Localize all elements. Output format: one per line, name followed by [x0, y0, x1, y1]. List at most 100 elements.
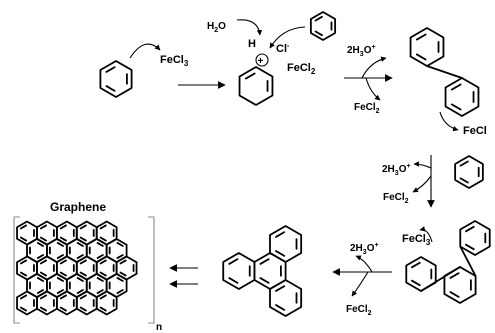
double-bond: [459, 160, 469, 167]
double-bond: [465, 243, 475, 251]
double-bond: [459, 177, 469, 184]
double-bond: [450, 83, 462, 91]
double-bond: [275, 231, 286, 238]
biphenyl: [409, 27, 480, 117]
benzene-start: [99, 60, 133, 98]
double-bond: [411, 261, 421, 269]
reaction-arrows: [129, 19, 459, 297]
double-bond: [56, 277, 64, 282]
repeat-bracket-right: [148, 216, 155, 324]
repeat-unit-n: n: [156, 322, 162, 333]
double-bond: [19, 224, 28, 230]
double-bond: [465, 225, 475, 233]
double-bond: [59, 294, 67, 300]
curved-arrow-fecl2-2: [412, 175, 432, 193]
double-bond: [275, 250, 286, 257]
double-bond: [99, 271, 107, 277]
double-bond: [76, 242, 84, 247]
repeat-bracket-left: [13, 216, 20, 324]
double-bond: [76, 277, 84, 282]
aryl-aryl-bond: [426, 65, 463, 79]
label-water: H2O: [207, 21, 226, 34]
double-bond: [99, 259, 107, 265]
label-chloride: Cl-: [276, 43, 290, 55]
label-h3o-step3: 2H3O+: [350, 242, 379, 256]
graphene-sheet: [16, 220, 138, 316]
ring-outline: [269, 225, 303, 263]
double-bond: [19, 271, 28, 277]
benzene-nucleophile: [309, 11, 337, 41]
double-bond: [76, 254, 84, 259]
double-bond: [415, 33, 427, 41]
double-bond: [36, 277, 44, 282]
double-bond: [99, 306, 107, 312]
curved-arrow-fecl3-b: [439, 111, 459, 132]
curved-arrow-water: [236, 19, 263, 36]
double-bond: [36, 254, 44, 259]
label-h3o-step1: 2H3O+: [347, 44, 376, 58]
ring-outline: [409, 27, 445, 67]
double-bond: [275, 285, 286, 292]
label-h3o-step2: 2H3O+: [382, 163, 411, 177]
double-bond: [105, 66, 116, 73]
double-bond: [99, 224, 107, 230]
graphene-title: Graphene: [50, 200, 106, 214]
double-bond: [119, 259, 127, 265]
double-bond: [19, 306, 28, 312]
double-bond: [116, 289, 124, 294]
triphenylene: [222, 225, 303, 317]
double-bond: [96, 277, 104, 282]
aryl-aryl-bond: [420, 266, 461, 292]
double-bond: [314, 15, 323, 22]
curved-arrow-fecl3: [129, 43, 161, 59]
terphenyl: [405, 220, 491, 304]
double-bond: [56, 242, 64, 247]
curved-arrow-fecl2-1: [365, 77, 381, 101]
double-bond: [79, 306, 87, 312]
double-bond: [415, 53, 427, 61]
double-bond: [79, 294, 87, 300]
double-bond: [39, 271, 47, 277]
double-bond: [59, 224, 67, 230]
label-fecl2-step1: FeCl2: [354, 102, 380, 115]
aryl-aryl-bond: [459, 245, 477, 277]
double-bond: [79, 271, 87, 277]
double-bond: [39, 294, 47, 300]
double-bond: [450, 103, 462, 111]
double-bond: [105, 85, 116, 92]
double-bond: [56, 289, 64, 294]
benzene-third: [454, 155, 484, 189]
curved-arrow-h3o-3: [355, 255, 373, 273]
label-h: H: [248, 38, 256, 50]
double-bond: [39, 259, 47, 265]
curved-arrow-h3o-2: [413, 161, 432, 169]
double-bond: [449, 291, 460, 298]
double-bond: [76, 289, 84, 294]
double-bond: [39, 236, 47, 242]
double-bond: [228, 277, 239, 284]
double-bond: [39, 306, 47, 312]
double-bond: [96, 254, 104, 259]
double-bond: [259, 258, 270, 265]
curved-arrow-benzene: [269, 26, 306, 49]
ring-outline: [95, 290, 118, 316]
double-bond: [36, 289, 44, 294]
label-fecl2-sigma: FeCl2: [287, 62, 316, 76]
ring-outline: [269, 279, 303, 317]
double-bond: [449, 272, 460, 279]
double-bond: [99, 236, 107, 242]
curved-arrow-fecl3-c: [419, 226, 433, 243]
double-bond: [56, 254, 64, 259]
double-bond: [59, 271, 67, 277]
double-bond: [275, 304, 286, 311]
ring-outline: [222, 252, 256, 290]
double-bond: [116, 277, 124, 282]
curved-arrow-h3o-1: [361, 56, 387, 79]
label-fecl3-step3: FeCl3: [402, 233, 431, 247]
double-bond: [116, 242, 124, 247]
double-bond: [19, 236, 28, 242]
double-bond: [36, 242, 44, 247]
ring-outline: [454, 155, 484, 189]
label-fecl2-step2: FeCl2: [383, 192, 409, 205]
